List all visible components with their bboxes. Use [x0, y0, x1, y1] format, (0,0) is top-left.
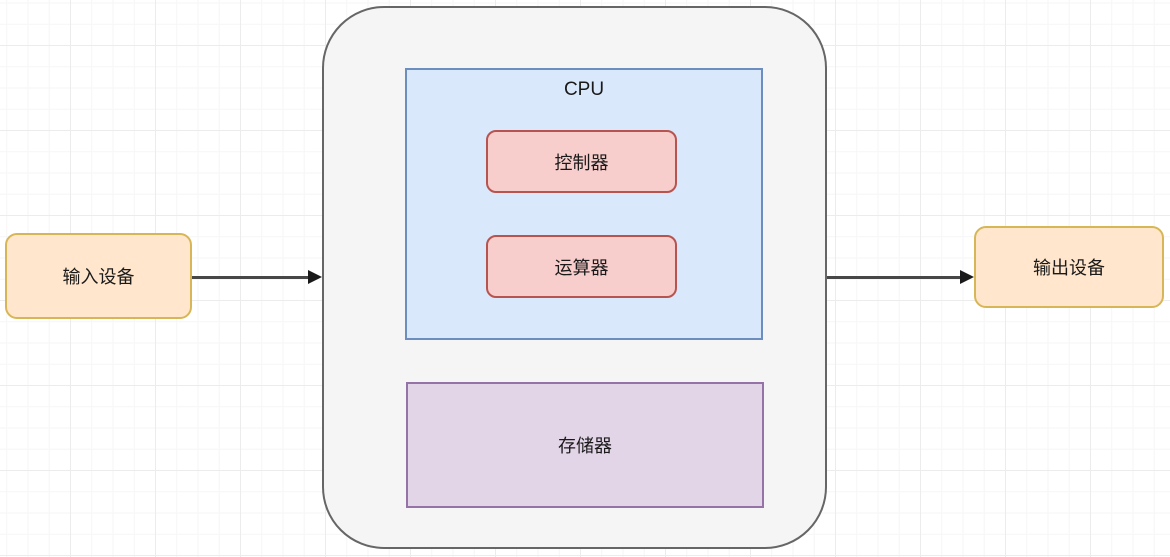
controller-label: 控制器 [554, 152, 609, 173]
memory-label: 存储器 [558, 436, 612, 456]
output-device-node[interactable]: 输出设备 [974, 226, 1164, 308]
cpu-label: CPU [563, 79, 605, 100]
input-device-node[interactable]: 输入设备 [5, 233, 192, 319]
input-device-label: 输入设备 [62, 267, 135, 287]
arrow-head-icon [308, 270, 322, 284]
output-device-label: 输出设备 [1033, 258, 1105, 278]
arrow-head-icon [960, 270, 974, 284]
alu-label: 运算器 [554, 257, 609, 278]
arrow-line [827, 276, 960, 279]
alu-node[interactable]: 运算器 [486, 235, 677, 298]
memory-node[interactable]: 存储器 [406, 382, 764, 508]
controller-node[interactable]: 控制器 [486, 130, 677, 193]
arrow-line [192, 276, 309, 279]
cpu-box[interactable]: CPU [405, 68, 763, 340]
